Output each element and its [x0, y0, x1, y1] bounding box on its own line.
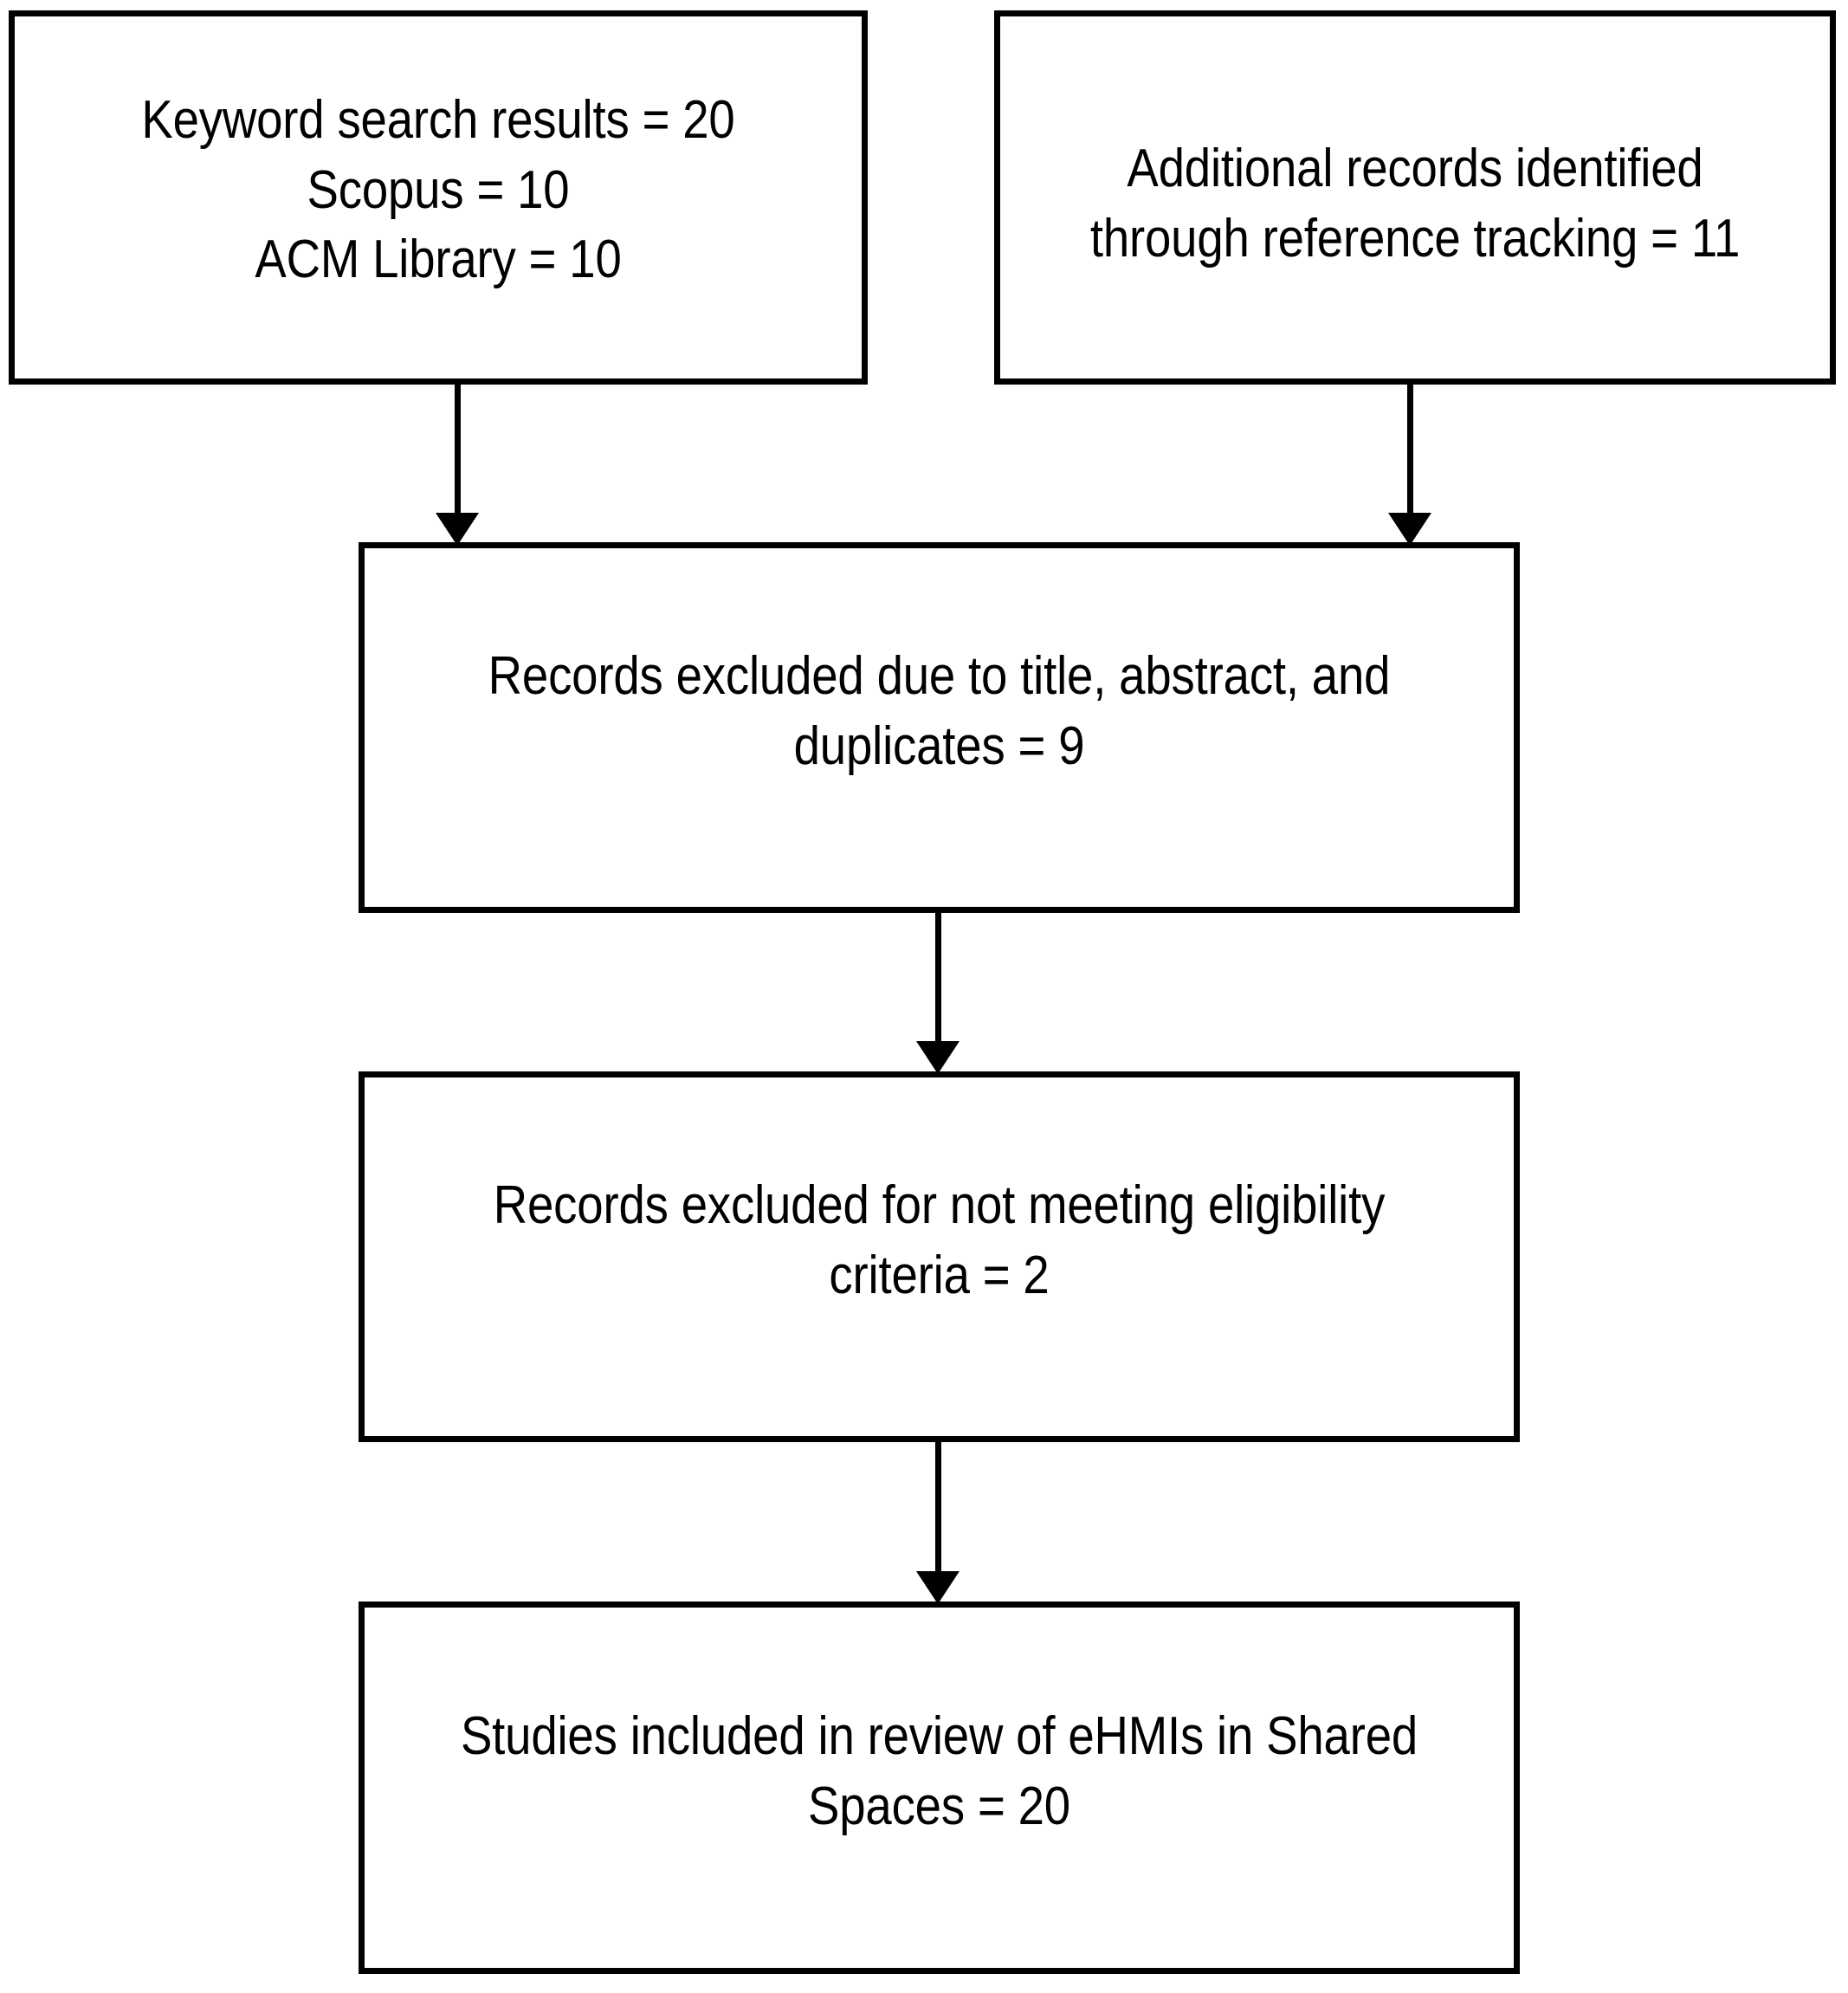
- arrow-head-down-icon: [916, 1041, 960, 1074]
- flow-box-studies-included-in-review: Studies included in review of eHMIs in S…: [359, 1602, 1520, 1974]
- arrow-stem: [1406, 381, 1413, 516]
- flow-box-additional-records: Additional records identified through re…: [994, 10, 1836, 385]
- flow-box-keyword-search: Keyword search results = 20 Scopus = 10 …: [9, 10, 868, 385]
- arrow-records-excluded-to-eligibility: [916, 909, 960, 1074]
- arrow-keyword-search-to-records-excluded: [436, 381, 479, 546]
- flow-box-additional-records-text: Additional records identified through re…: [1089, 139, 1741, 269]
- arrow-stem: [934, 1440, 941, 1575]
- arrow-eligibility-to-studies-included: [916, 1440, 960, 1604]
- arrow-head-down-icon: [916, 1571, 960, 1604]
- flow-box-records-excluded-title-abstract-duplicates-text: Records excluded due to title, abstract,…: [488, 646, 1391, 776]
- arrow-additional-records-to-records-excluded: [1388, 381, 1431, 546]
- arrow-stem: [934, 909, 941, 1045]
- arrow-stem: [454, 381, 461, 516]
- arrow-head-down-icon: [1388, 513, 1431, 546]
- arrow-head-down-icon: [436, 513, 479, 546]
- flow-box-records-excluded-title-abstract-duplicates: Records excluded due to title, abstract,…: [359, 542, 1520, 913]
- flow-box-studies-included-in-review-text: Studies included in review of eHMIs in S…: [460, 1706, 1418, 1836]
- flow-box-records-excluded-eligibility-criteria-text: Records excluded for not meeting eligibi…: [493, 1175, 1386, 1305]
- flow-box-records-excluded-eligibility-criteria: Records excluded for not meeting eligibi…: [359, 1071, 1520, 1442]
- flow-box-keyword-search-text: Keyword search results = 20 Scopus = 10 …: [141, 90, 735, 290]
